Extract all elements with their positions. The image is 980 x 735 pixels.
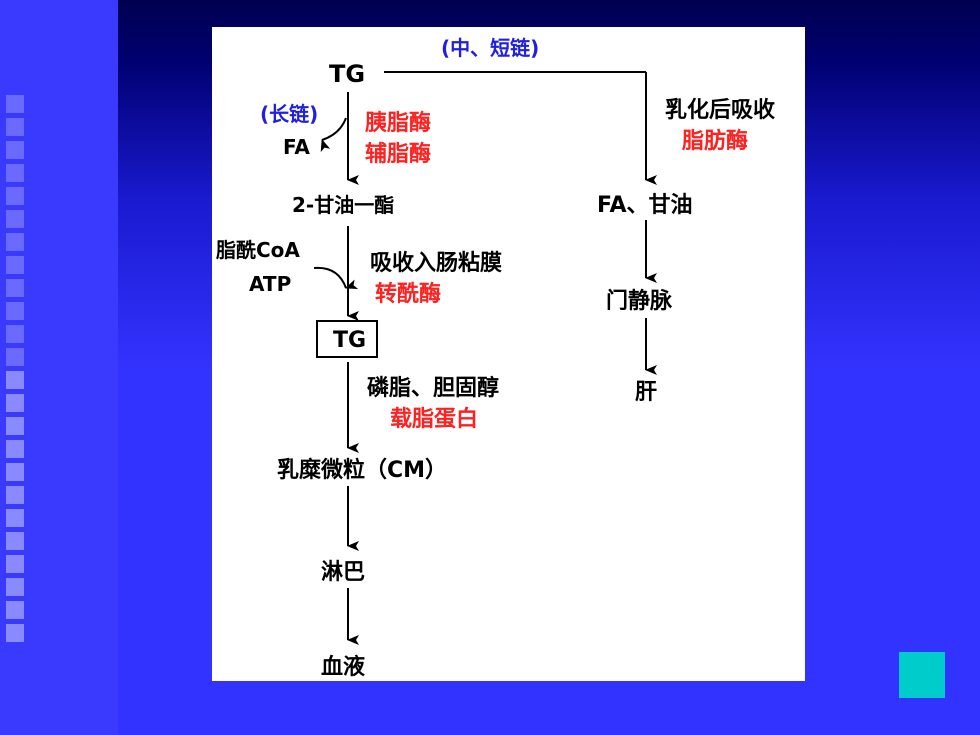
decor-square: [6, 394, 24, 412]
decor-square: [6, 95, 24, 113]
label-long-chain: (长链): [260, 102, 319, 126]
decor-square: [6, 164, 24, 182]
label-portal-vein: 门静脉: [606, 289, 673, 314]
decor-square: [6, 118, 24, 136]
decor-square: [6, 463, 24, 481]
label-colipase: 辅脂酶: [365, 142, 432, 167]
decor-square: [6, 302, 24, 320]
label-phospholipid-cholesterol: 磷脂、胆固醇: [367, 376, 500, 401]
decor-square: [6, 141, 24, 159]
label-tg-start: TG: [329, 60, 366, 88]
label-fa-glycerol: FA、甘油: [597, 193, 693, 218]
decor-square: [6, 578, 24, 596]
decor-square: [6, 601, 24, 619]
label-blood: 血液: [321, 655, 366, 680]
label-apolipoprotein: 载脂蛋白: [390, 407, 479, 432]
label-liver: 肝: [635, 380, 658, 405]
decor-square: [6, 624, 24, 642]
decor-square: [6, 417, 24, 435]
label-lipase: 脂肪酶: [682, 129, 749, 154]
label-monoglyceride: 2-甘油一酯: [292, 193, 395, 217]
arrow-from-acyl-coa: [313, 266, 359, 289]
decor-square: [6, 210, 24, 228]
decor-square: [6, 256, 24, 274]
label-medium-short-chain: (中、短链): [441, 36, 540, 60]
arrow-to-fa-left: [320, 117, 347, 153]
decor-square: [6, 325, 24, 343]
decor-square: [6, 279, 24, 297]
accent-square: [899, 652, 945, 698]
label-absorb-mucosa: 吸收入肠粘膜: [370, 251, 503, 276]
label-fa-left: FA: [283, 135, 310, 159]
decor-square: [6, 233, 24, 251]
decor-square: [6, 486, 24, 504]
label-chylomicron: 乳糜微粒（CM）: [277, 458, 448, 483]
decor-square: [6, 555, 24, 573]
label-lymph: 淋巴: [321, 560, 366, 585]
decor-square: [6, 440, 24, 458]
label-acyl-coa: 脂酰CoA: [216, 238, 300, 262]
label-pancreatic-lipase: 胰脂酶: [365, 111, 432, 136]
diagram-panel: [212, 27, 805, 681]
label-tg-box: TG: [333, 328, 367, 353]
decor-square: [6, 187, 24, 205]
decor-square: [6, 371, 24, 389]
decor-square: [6, 348, 24, 366]
label-atp: ATP: [249, 272, 292, 296]
left-decor-strip: [0, 0, 118, 735]
label-transacylase: 转酰酶: [375, 282, 442, 307]
decor-square: [6, 532, 24, 550]
label-emulsify-absorb: 乳化后吸收: [665, 98, 776, 123]
decor-square: [6, 509, 24, 527]
tg-box: [316, 320, 378, 358]
